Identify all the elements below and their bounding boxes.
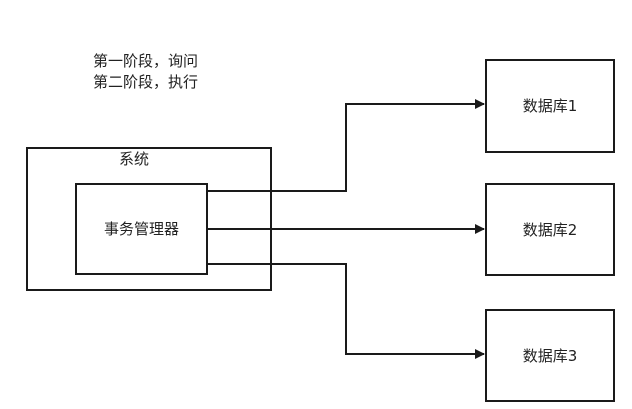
phase-note-1: 第一阶段，询问 bbox=[93, 52, 199, 70]
connector-to-database-1 bbox=[206, 99, 485, 192]
database-1-box: 数据库1 bbox=[485, 59, 615, 153]
database-2-label: 数据库2 bbox=[522, 220, 578, 239]
database-1-label: 数据库1 bbox=[522, 97, 578, 115]
phase-note-2: 第二阶段，执行 bbox=[93, 73, 199, 91]
connector-to-database-3 bbox=[206, 263, 485, 359]
transaction-manager-label: 事务管理器 bbox=[103, 220, 179, 238]
system-label: 系统 bbox=[119, 150, 150, 168]
system-box bbox=[26, 147, 272, 291]
database-3-box: 数据库3 bbox=[485, 309, 615, 402]
transaction-manager-box: 事务管理器 bbox=[75, 183, 208, 275]
database-3-label: 数据库3 bbox=[522, 346, 578, 365]
database-2-box: 数据库2 bbox=[485, 183, 615, 276]
